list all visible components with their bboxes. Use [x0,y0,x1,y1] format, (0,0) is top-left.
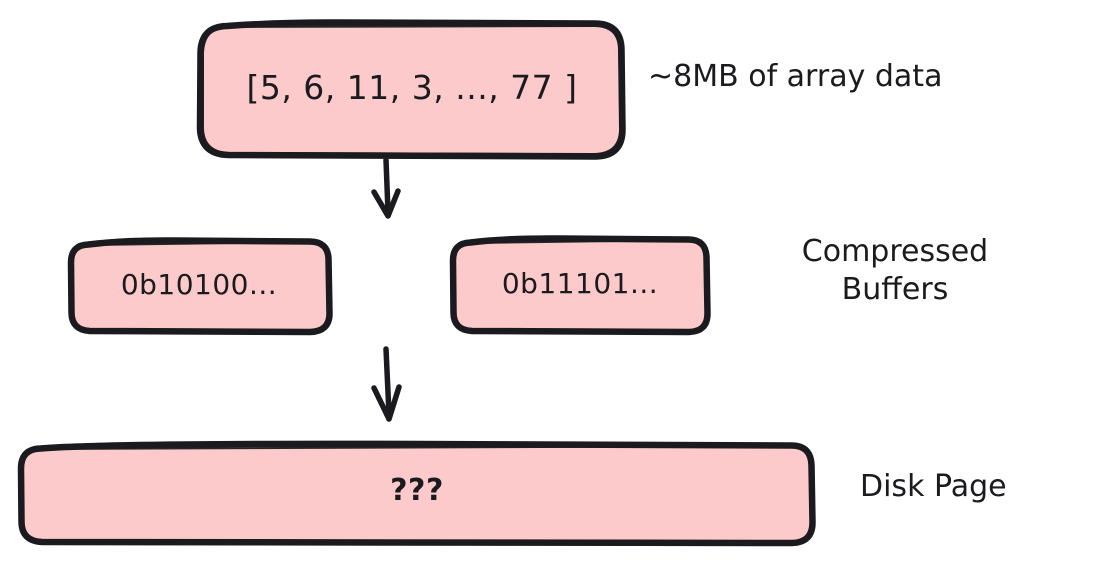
arrow-1-shaft [383,157,391,215]
buffer-left-box-fill [73,243,327,330]
node-array-data[interactable] [196,19,626,160]
arrow-2-shaft [383,346,392,417]
array-data-box-outline [196,19,626,160]
buffer-right-box-fill [455,241,705,330]
edge-buffers-to-disk-arrow [371,346,402,422]
buffer-left-box-outline [67,237,333,336]
buffer-right-box-outline [449,235,711,336]
arrow-2-head [371,384,402,422]
node-disk-page[interactable] [17,440,816,547]
arrow-1-head [371,188,401,219]
disk-page-box-fill [23,447,810,541]
array-data-box-fill [204,27,619,153]
disk-page-box-outline [17,440,816,547]
edge-array-to-buffers-arrow [371,157,401,219]
node-buffer-left[interactable] [67,237,333,336]
node-buffer-right[interactable] [449,235,711,336]
